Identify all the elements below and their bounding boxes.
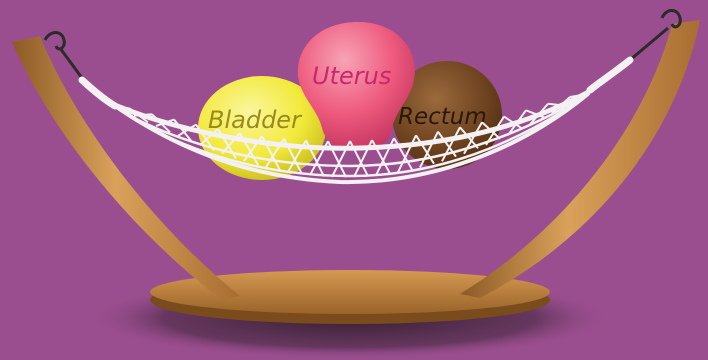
stand-left-arm: [12, 36, 240, 300]
mesh-strand: [134, 114, 152, 115]
bladder-label: Bladder: [208, 106, 303, 134]
right-rope: [590, 60, 630, 90]
uterus-label: Uterus: [312, 62, 391, 90]
rectum-label: Rectum: [398, 104, 487, 130]
left-rope: [82, 80, 115, 106]
stand-right-arm: [460, 20, 700, 298]
